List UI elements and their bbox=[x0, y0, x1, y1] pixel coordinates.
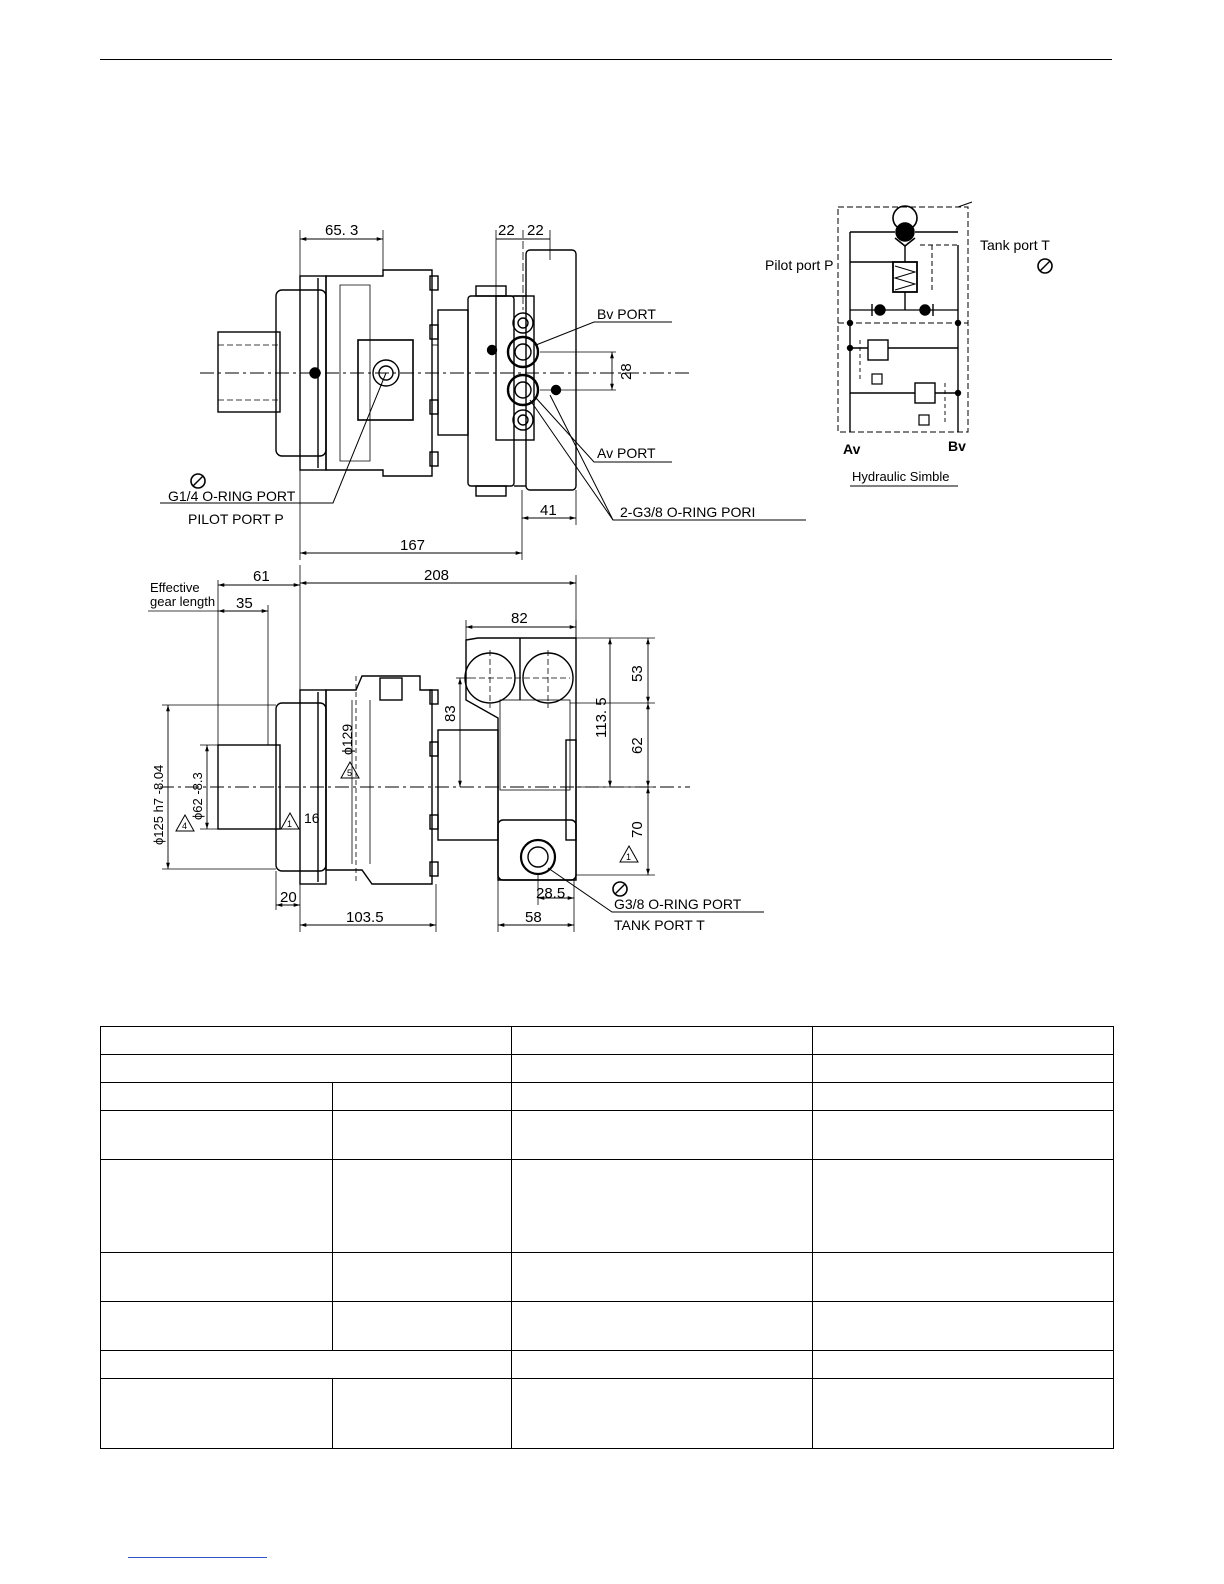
dim-167: 167 bbox=[400, 537, 425, 554]
dim-22b: 22 bbox=[527, 222, 544, 239]
dim-113: 113. 5 bbox=[593, 697, 610, 738]
dim-83: 83 bbox=[442, 705, 459, 722]
g38-tank-label: G3/8 O-RING PORT bbox=[614, 896, 742, 912]
table-row bbox=[100, 1378, 1114, 1449]
table-cell bbox=[511, 1252, 813, 1302]
circled-2-icon bbox=[1037, 258, 1053, 274]
bv-port-label: Bv PORT bbox=[597, 306, 656, 322]
dim-208: 208 bbox=[424, 567, 449, 584]
table-cell bbox=[511, 1378, 813, 1449]
table-cell bbox=[511, 1082, 813, 1111]
dim-65: 65. 3 bbox=[325, 222, 358, 239]
table-cell bbox=[812, 1026, 1114, 1055]
bv-label: Bv bbox=[948, 438, 966, 454]
table-cell bbox=[812, 1159, 1114, 1253]
table-cell bbox=[332, 1082, 512, 1111]
hydraulic-caption: Hydraulic Simble bbox=[852, 469, 950, 484]
dim-28: 28 bbox=[618, 363, 635, 380]
tank-port-t-label: Tank port T bbox=[980, 237, 1050, 253]
table-row bbox=[100, 1082, 1114, 1111]
dim-82: 82 bbox=[511, 610, 528, 627]
hydraulic-labels: Pilot port P Tank port T Av Bv Hydraulic… bbox=[765, 237, 1050, 484]
tank-port-label: TANK PORT T bbox=[614, 917, 705, 933]
hydraulic-symbol bbox=[837, 201, 973, 487]
table-row bbox=[100, 1252, 1114, 1302]
effective-label-2: gear length bbox=[150, 594, 215, 609]
table-cell bbox=[511, 1301, 813, 1351]
table-cell bbox=[100, 1301, 333, 1351]
effective-label-1: Effective bbox=[150, 580, 200, 595]
dim-62: 62 bbox=[629, 737, 646, 754]
table-cell bbox=[812, 1082, 1114, 1111]
table-cell bbox=[100, 1026, 512, 1055]
spec-table bbox=[100, 1026, 1114, 1449]
table-row bbox=[100, 1054, 1114, 1083]
dim-61: 61 bbox=[253, 568, 270, 585]
table-cell bbox=[812, 1054, 1114, 1083]
table-cell bbox=[100, 1159, 333, 1253]
table-cell bbox=[511, 1026, 813, 1055]
g14-port-label: G1/4 O-RING PORT bbox=[168, 488, 296, 504]
table-cell bbox=[100, 1350, 512, 1379]
tri-4-label: 4 bbox=[182, 821, 187, 831]
circled-2-icon bbox=[190, 473, 206, 489]
table-cell bbox=[332, 1301, 512, 1351]
header-rule bbox=[100, 59, 1112, 60]
dim-70: 70 bbox=[629, 821, 646, 838]
dim-129: ϕ129 bbox=[339, 724, 355, 755]
tri-1b-label: 1 bbox=[626, 852, 631, 862]
table-row bbox=[100, 1110, 1114, 1160]
dim-62-shaft: ϕ62 -8.3 bbox=[190, 772, 205, 820]
table-cell bbox=[511, 1350, 813, 1379]
dim-16: 16 bbox=[304, 810, 320, 826]
dim-41: 41 bbox=[540, 502, 557, 519]
dim-35: 35 bbox=[236, 595, 253, 612]
g38-port-label: 2-G3/8 O-RING PORI bbox=[620, 504, 755, 520]
table-row bbox=[100, 1350, 1114, 1379]
circled-2-icon bbox=[612, 881, 628, 897]
table-row bbox=[100, 1026, 1114, 1055]
dim-103: 103.5 bbox=[346, 909, 384, 926]
technical-drawing: 65. 3 22 22 28 Bv PORT Av PORT 2-G3/8 O-… bbox=[148, 201, 1053, 933]
bottom-view bbox=[148, 565, 764, 932]
table-cell bbox=[332, 1110, 512, 1160]
dim-22a: 22 bbox=[498, 222, 515, 239]
av-label: Av bbox=[843, 441, 861, 457]
dim-20: 20 bbox=[280, 889, 297, 906]
table-cell bbox=[100, 1082, 333, 1111]
table-cell bbox=[812, 1378, 1114, 1449]
table-cell bbox=[100, 1110, 333, 1160]
footer-link-underline[interactable] bbox=[128, 1557, 267, 1558]
bottom-view-labels: 208 61 35 Effective gear length 82 53 11… bbox=[150, 567, 742, 933]
table-cell bbox=[332, 1252, 512, 1302]
dim-58: 58 bbox=[525, 909, 542, 926]
table-row bbox=[100, 1159, 1114, 1253]
pilot-port-label: PILOT PORT P bbox=[188, 511, 284, 527]
dim-125: ϕ125 h7 -8.04 bbox=[151, 765, 166, 845]
tri-5-label: 5 bbox=[347, 768, 352, 778]
table-cell bbox=[332, 1378, 512, 1449]
table-row bbox=[100, 1301, 1114, 1351]
table-cell bbox=[812, 1301, 1114, 1351]
table-cell bbox=[511, 1054, 813, 1083]
dim-53: 53 bbox=[629, 665, 646, 682]
top-view bbox=[160, 230, 806, 560]
table-cell bbox=[812, 1252, 1114, 1302]
table-cell bbox=[812, 1110, 1114, 1160]
pilot-port-p-label: Pilot port P bbox=[765, 257, 833, 273]
table-cell bbox=[812, 1350, 1114, 1379]
av-port-label: Av PORT bbox=[597, 445, 656, 461]
table-cell bbox=[100, 1252, 333, 1302]
dim-28-5: 28.5 bbox=[536, 885, 565, 902]
table-cell bbox=[100, 1054, 512, 1083]
tri-1a-label: 1 bbox=[287, 819, 292, 829]
table-cell bbox=[511, 1110, 813, 1160]
table-cell bbox=[100, 1378, 333, 1449]
table-cell bbox=[332, 1159, 512, 1253]
table-cell bbox=[511, 1159, 813, 1253]
top-view-labels: 65. 3 22 22 28 Bv PORT Av PORT 2-G3/8 O-… bbox=[168, 222, 755, 554]
